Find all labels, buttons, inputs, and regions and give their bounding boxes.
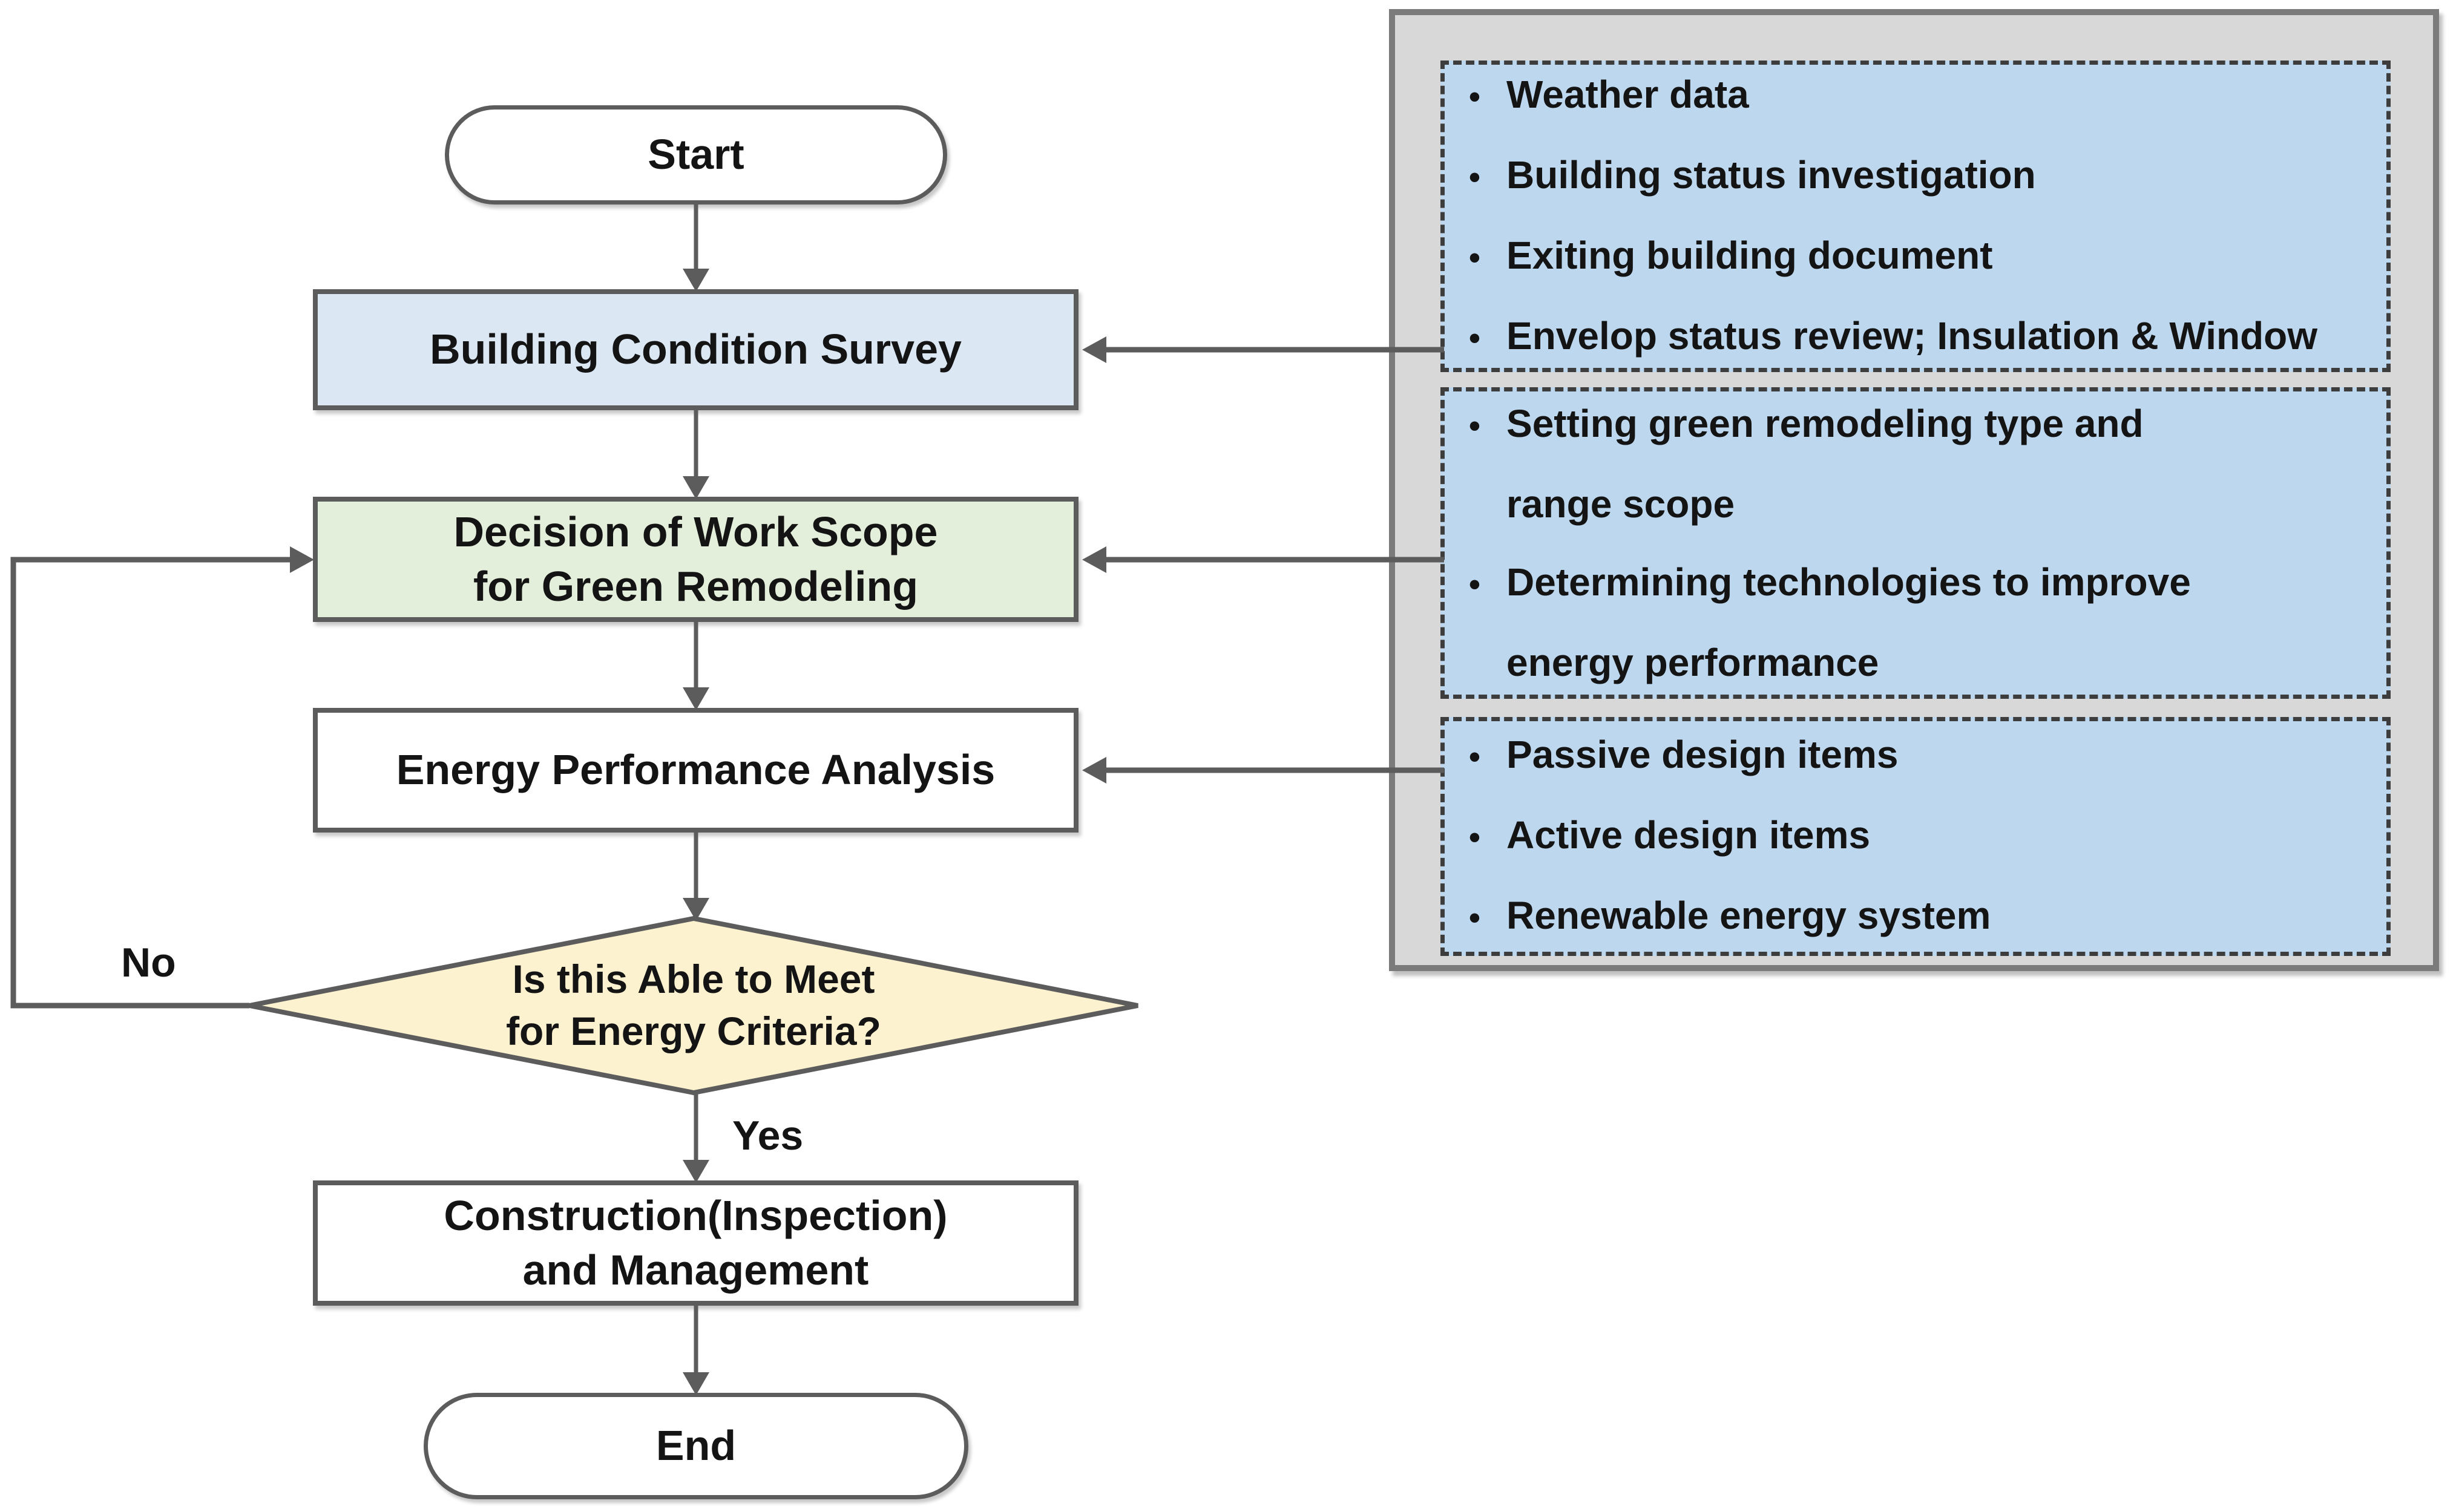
list-item-continuation: range scope	[1469, 465, 2362, 543]
list-item-text: Envelop status review; Insulation & Wind…	[1506, 313, 2318, 358]
list-item-text: Weather data	[1506, 72, 1749, 116]
bullet-icon: •	[1469, 78, 1480, 115]
edge-label-yes: Yes	[732, 1113, 804, 1159]
arrow-analysis-to-criteria	[683, 831, 709, 921]
node-start: Start	[445, 105, 947, 205]
list-item: • Active design items	[1469, 796, 2362, 877]
detail-box-work-scope: • Setting green remodeling type and range…	[1440, 387, 2391, 699]
list-item: • Weather data	[1469, 56, 2362, 136]
detail-box-building-condition-survey: • Weather data • Building status investiga…	[1440, 61, 2391, 372]
bullet-icon: •	[1469, 319, 1480, 356]
bullet-icon: •	[1469, 900, 1480, 936]
list-item: • Passive design items	[1469, 716, 2362, 796]
list-item: • Setting green remodeling type and	[1469, 385, 2362, 465]
bullet-icon: •	[1469, 407, 1480, 444]
list-item: • Exiting building document	[1469, 217, 2362, 297]
node-energy-criteria-question: Is this Able to Meet for Energy Criteria…	[506, 957, 881, 1053]
bullet-icon: •	[1469, 159, 1480, 195]
list-item-text: Active design items	[1506, 813, 1871, 857]
list-item: • Envelop status review; Insulation & Win…	[1469, 297, 2362, 378]
list-item-text: Passive design items	[1506, 733, 1899, 776]
node-decision-of-work-scope: Decision of Work Scope for Green Remodel…	[313, 497, 1079, 622]
node-end: End	[424, 1393, 968, 1499]
bullet-icon: •	[1469, 239, 1480, 276]
arrow-decision-to-analysis	[683, 621, 709, 710]
list-item-text: Building status investigation	[1506, 152, 2036, 197]
node-building-condition-survey: Building Condition Survey	[313, 289, 1079, 410]
arrow-survey-to-decision	[683, 409, 709, 499]
edge-label-no: No	[121, 940, 176, 986]
list-item-text: Exiting building document	[1506, 233, 1993, 277]
list-item: • Building status investigation	[1469, 136, 2362, 217]
list-item-text: Determining technologies to improve	[1506, 560, 2191, 604]
bullet-icon: •	[1469, 566, 1480, 603]
bullet-icon: •	[1469, 739, 1480, 775]
list-item-text: Renewable energy system	[1506, 894, 1991, 937]
list-item-text: Setting green remodeling type and	[1506, 401, 2144, 445]
list-item-text: energy performance	[1506, 640, 1879, 684]
detail-box-energy-analysis: • Passive design items • Active design ite…	[1440, 717, 2391, 956]
arrow-construction-to-end	[683, 1304, 709, 1395]
node-construction-and-management: Construction(Inspection) and Management	[313, 1180, 1079, 1306]
list-item-text: range scope	[1506, 482, 1735, 526]
arrow-start-to-survey	[683, 203, 709, 292]
bullet-icon: •	[1469, 819, 1480, 856]
list-item: • Determining technologies to improve	[1469, 543, 2362, 624]
detail-panel: • Weather data • Building status investiga…	[1389, 9, 2439, 971]
arrow-criteria-yes-to-construction	[683, 1093, 709, 1183]
edge-no-loop	[10, 546, 314, 1009]
list-item-continuation: energy performance	[1469, 624, 2362, 702]
node-energy-performance-analysis: Energy Performance Analysis	[313, 708, 1079, 833]
list-item: • Renewable energy system	[1469, 877, 2362, 957]
